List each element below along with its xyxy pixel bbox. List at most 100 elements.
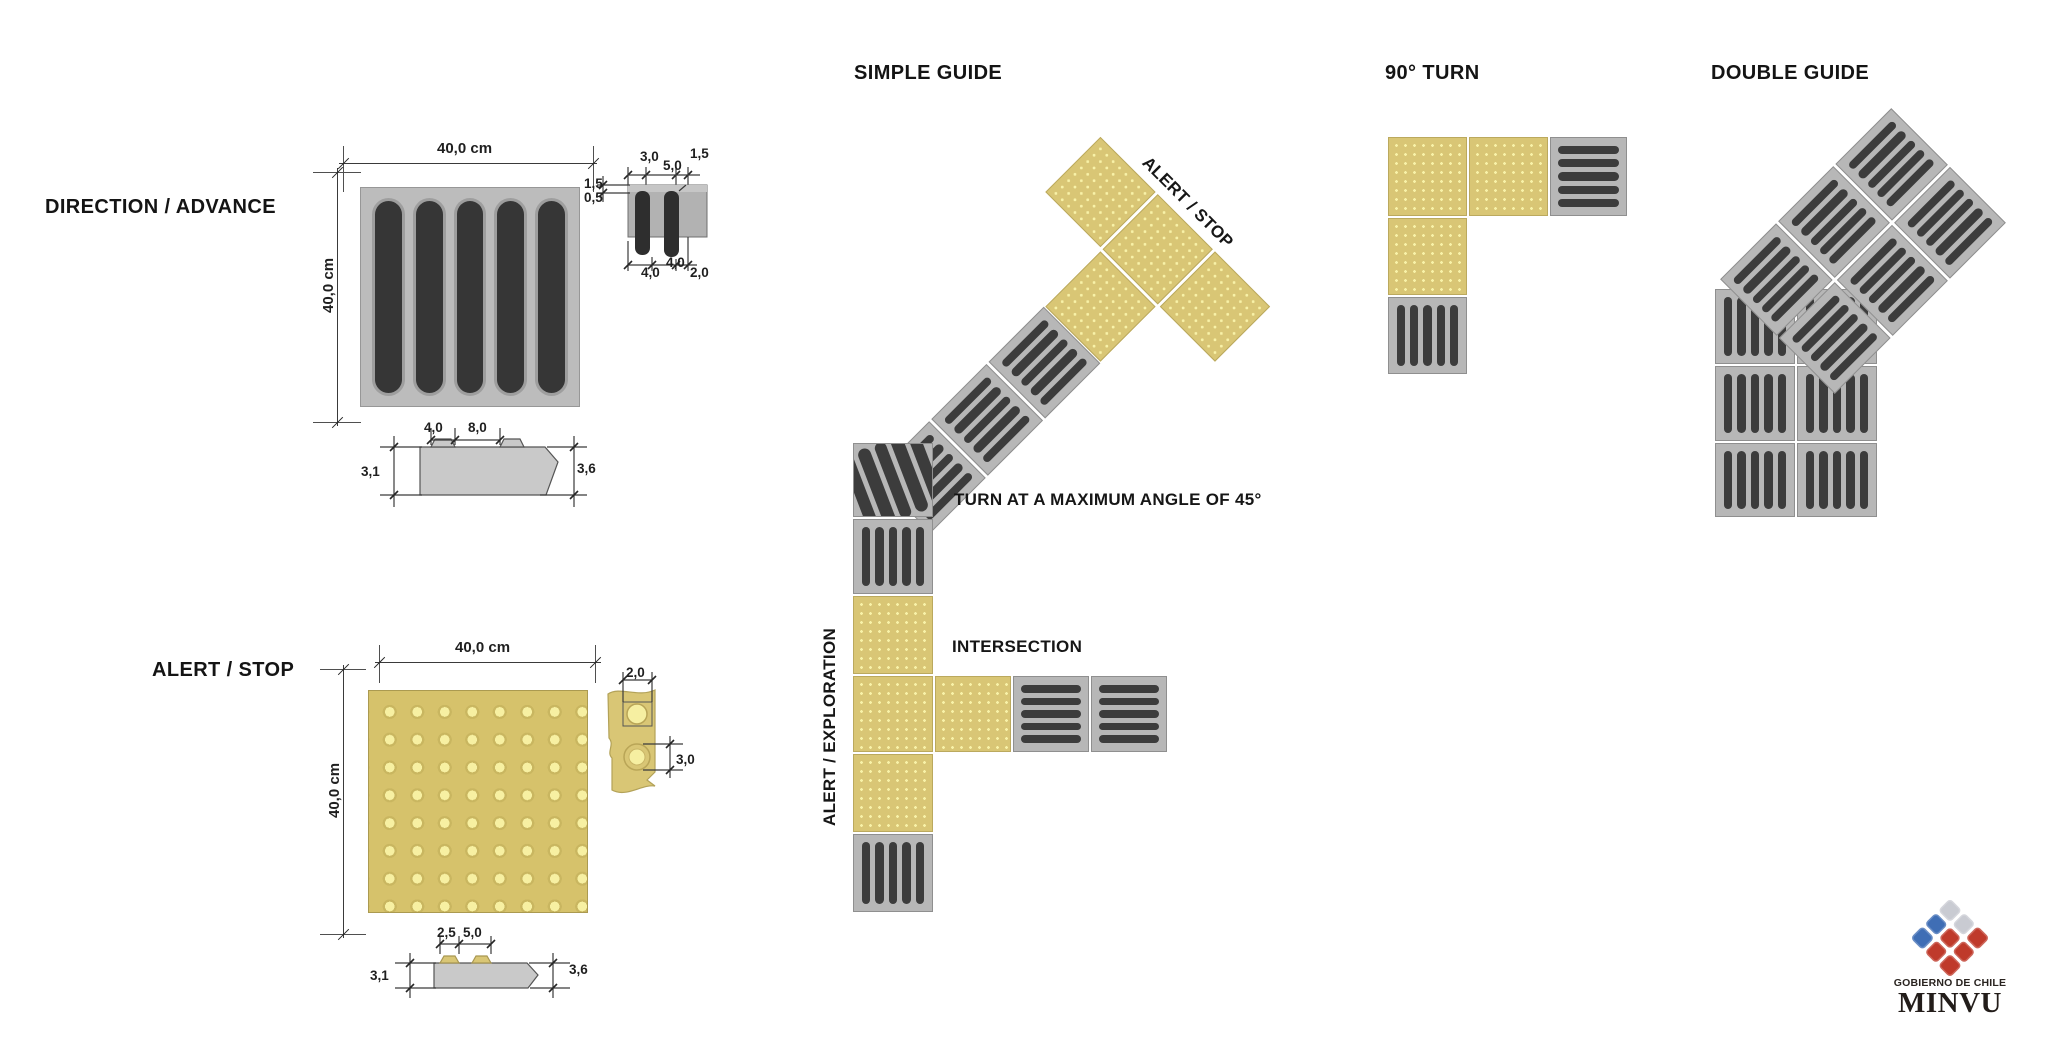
profile-dim: 8,0 [468, 420, 487, 435]
guide-tile [1091, 676, 1167, 752]
guide-tile [1550, 137, 1627, 216]
cutaway-dim: 4,0 [666, 255, 685, 270]
tactile-bar [1099, 735, 1159, 743]
dimension-extension [343, 146, 344, 192]
detail-dim: 3,0 [676, 752, 695, 767]
elbow-bars [854, 444, 932, 516]
tactile-bar [1737, 374, 1746, 433]
tactile-bar [888, 527, 898, 586]
tactile-bar [1724, 451, 1733, 509]
cutaway-dim: 5,0 [663, 158, 682, 173]
tactile-bar [915, 842, 925, 904]
tactile-bar [875, 527, 884, 586]
tactile-bar [862, 842, 871, 904]
tactile-bar [1724, 297, 1733, 356]
tactile-bar [456, 201, 484, 393]
direction-width-dim: 40,0 cm [437, 140, 493, 157]
tactile-bar [1021, 685, 1081, 693]
tactile-bar [1764, 451, 1773, 509]
dimension-line [343, 665, 344, 938]
profile-dim: 4,0 [424, 420, 443, 435]
dimension-line [375, 662, 601, 663]
alert-stop-title: ALERT / STOP [152, 659, 295, 681]
turn-angle-label: TURN AT A MAXIMUM ANGLE OF 45° [954, 490, 1262, 509]
tactile-bar [1806, 374, 1815, 433]
tactile-bar [497, 201, 525, 393]
tactile-bar [1558, 185, 1619, 194]
direction-tile-plan [360, 187, 580, 407]
cutaway-dim: 1,5 [690, 146, 709, 161]
cutaway-dim: 3,0 [640, 149, 659, 164]
alert-width-dim: 40,0 cm [455, 639, 511, 656]
alert-tile [853, 596, 933, 674]
alert-exploration-label: ALERT / EXPLORATION [820, 627, 839, 826]
tactile-bar [1558, 159, 1619, 168]
alert-tile-plan [368, 690, 588, 913]
guide-tile [1715, 443, 1795, 517]
guide-elbow-tile [853, 443, 933, 517]
tactile-bar [1846, 374, 1855, 433]
alert-tile [1469, 137, 1548, 216]
profile-dim: 5,0 [463, 925, 482, 940]
tactile-bar [1099, 685, 1159, 693]
tactile-bar [375, 201, 402, 393]
tactile-bar [1021, 722, 1081, 731]
tactile-bar [1436, 305, 1445, 366]
profile-dim: 2,5 [437, 925, 456, 940]
tactile-bar [902, 527, 911, 586]
tactile-bar [888, 842, 898, 904]
tactile-bar [1021, 697, 1081, 706]
dimension-line [339, 163, 597, 164]
alert-tile [1388, 218, 1467, 295]
direction-cutaway-drawing [597, 167, 708, 271]
tactile-bar [1410, 305, 1419, 366]
tactile-bar [1859, 451, 1869, 509]
tactile-bar [1737, 451, 1746, 509]
tactile-bar [1558, 146, 1619, 155]
simple-guide-title: SIMPLE GUIDE [854, 62, 1003, 84]
tactile-bar [1846, 451, 1855, 509]
tactile-bar [1859, 374, 1869, 433]
direction-profile-drawing [380, 428, 587, 507]
tactile-bar [1764, 374, 1773, 433]
profile-dim: 3,1 [361, 464, 380, 479]
double-guide-title: DOUBLE GUIDE [1711, 62, 1870, 84]
tactile-bar [1021, 735, 1081, 743]
cutaway-dim: 0,5 [584, 190, 603, 205]
tactile-bar [1423, 305, 1432, 366]
tactile-bar [862, 527, 871, 586]
tactile-bar [1558, 198, 1619, 208]
guide-tile [853, 519, 933, 594]
dimension-line [337, 168, 338, 426]
tactile-bar [1777, 451, 1787, 509]
tactile-bar [1558, 172, 1619, 181]
turn-90-title: 90° TURN [1385, 62, 1480, 84]
guide-tile [1388, 297, 1467, 374]
intersection-label: INTERSECTION [952, 637, 1083, 656]
guide-tile [1013, 676, 1089, 752]
alert-tile [853, 676, 933, 752]
tactile-bar [1832, 451, 1842, 509]
tactile-bar [902, 842, 911, 904]
logo-ministry-text: MINVU [1898, 987, 2002, 1019]
profile-dim: 3,6 [569, 962, 588, 977]
tactile-bar [1099, 697, 1159, 706]
chile-flag-diamond-icon [1910, 898, 1990, 978]
logo-government-text: GOBIERNO DE CHILE [1893, 977, 2007, 989]
alert-tile [935, 676, 1011, 752]
dimension-extension [593, 146, 594, 192]
tactile-bar [1099, 722, 1159, 731]
tactile-bar [1819, 451, 1828, 509]
tactile-bar [1724, 374, 1733, 433]
tactile-bar [538, 201, 565, 393]
tactile-bar [1750, 451, 1760, 509]
alert-profile-drawing [395, 936, 570, 998]
tactile-bar [1750, 374, 1760, 433]
tactile-bar [1806, 451, 1815, 509]
direction-advance-title: DIRECTION / ADVANCE [45, 196, 276, 218]
tactile-bar [1397, 305, 1406, 366]
tactile-bar [1099, 710, 1159, 718]
tactile-bar [875, 842, 884, 904]
guide-tile [1797, 443, 1877, 517]
dimension-extension [595, 645, 596, 683]
